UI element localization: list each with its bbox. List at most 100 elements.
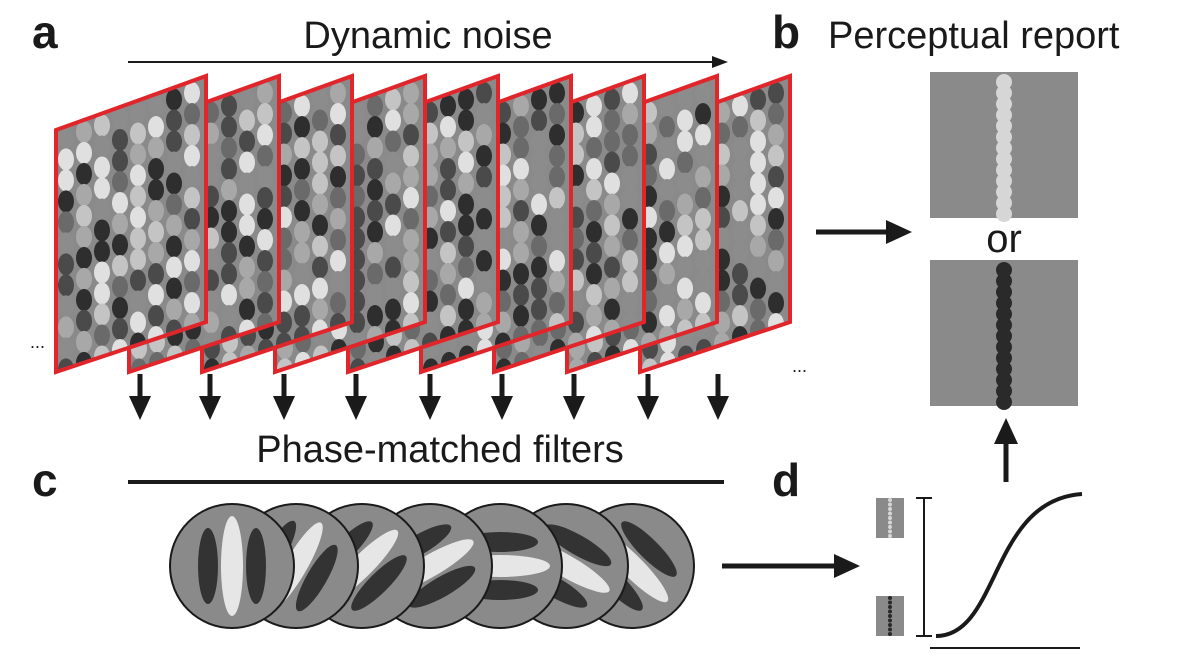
noise-dot bbox=[94, 114, 110, 137]
noise-dot bbox=[239, 298, 255, 321]
noise-dot bbox=[750, 109, 766, 132]
noise-dot bbox=[94, 324, 110, 347]
noise-dot bbox=[695, 82, 711, 105]
noise-dot bbox=[58, 190, 74, 213]
right-ellipsis: ... bbox=[792, 356, 807, 376]
noise-dot bbox=[768, 187, 784, 210]
noise-dot bbox=[403, 250, 419, 273]
noise-dot bbox=[257, 124, 273, 147]
noise-dot bbox=[312, 109, 328, 132]
noise-dot bbox=[312, 151, 328, 174]
noise-dot bbox=[732, 116, 748, 138]
noise-dot bbox=[750, 214, 766, 237]
noise-dot bbox=[94, 156, 110, 179]
noise-dot bbox=[239, 151, 255, 174]
report-dot bbox=[996, 96, 1012, 112]
noise-dot bbox=[148, 242, 164, 264]
noise-dot bbox=[148, 95, 164, 117]
noise-dot bbox=[294, 137, 310, 159]
noise-dot bbox=[367, 221, 383, 243]
noise-dot bbox=[750, 151, 766, 174]
noise-dot bbox=[239, 172, 255, 195]
noise-dot bbox=[130, 122, 146, 145]
noise-dot bbox=[513, 284, 529, 306]
noise-dot bbox=[732, 95, 748, 117]
report-dot bbox=[996, 74, 1012, 90]
noise-dot bbox=[476, 208, 492, 231]
noise-dot bbox=[130, 185, 146, 208]
noise-dot bbox=[403, 145, 419, 168]
panel-b-letter: b bbox=[772, 6, 800, 58]
noise-dot bbox=[403, 208, 419, 231]
noise-dot bbox=[112, 317, 128, 340]
noise-dot bbox=[312, 277, 328, 300]
noise-dot bbox=[732, 284, 748, 306]
noise-dot bbox=[476, 166, 492, 189]
noise-dot bbox=[458, 277, 474, 300]
report-option-dark-line bbox=[930, 260, 1078, 410]
noise-dot bbox=[549, 145, 565, 168]
noise-dot bbox=[184, 208, 200, 231]
noise-dot bbox=[695, 292, 711, 315]
noise-dot bbox=[622, 292, 638, 315]
noise-dot bbox=[531, 298, 547, 321]
or-label: or bbox=[986, 217, 1022, 261]
noise-dot bbox=[184, 145, 200, 168]
noise-dot bbox=[677, 214, 693, 237]
noise-dot bbox=[148, 137, 164, 159]
noise-dot bbox=[659, 137, 675, 159]
noise-dot bbox=[586, 158, 602, 180]
noise-dot bbox=[385, 256, 401, 279]
noise-dot bbox=[130, 227, 146, 250]
noise-dot bbox=[677, 109, 693, 132]
noise-dot bbox=[58, 295, 74, 318]
down-arrow bbox=[199, 374, 221, 420]
report-dot bbox=[996, 184, 1012, 200]
noise-dot bbox=[476, 187, 492, 210]
down-arrow bbox=[563, 374, 585, 420]
noise-dot bbox=[403, 271, 419, 294]
noise-dot bbox=[112, 170, 128, 193]
noise-dot bbox=[768, 292, 784, 315]
noise-dot bbox=[257, 292, 273, 315]
noise-dot bbox=[58, 127, 74, 150]
noise-dot bbox=[659, 116, 675, 138]
noise-dot bbox=[403, 229, 419, 252]
noise-dot bbox=[112, 254, 128, 277]
noise-dot bbox=[549, 250, 565, 273]
noise-dot bbox=[458, 214, 474, 237]
noise-dot bbox=[58, 211, 74, 234]
noise-dot bbox=[768, 145, 784, 168]
noise-dot bbox=[750, 235, 766, 258]
noise-dot bbox=[239, 277, 255, 300]
noise-dot bbox=[586, 116, 602, 138]
noise-dot bbox=[76, 246, 92, 269]
noise-dot bbox=[130, 248, 146, 271]
noise-dot bbox=[385, 151, 401, 174]
noise-dot bbox=[166, 130, 182, 153]
noise-dot bbox=[184, 187, 200, 210]
report-dot bbox=[996, 306, 1012, 322]
noise-dot bbox=[112, 128, 128, 151]
noise-dot bbox=[312, 256, 328, 279]
noise-dot bbox=[294, 284, 310, 306]
noise-dot bbox=[458, 130, 474, 153]
noise-dot bbox=[385, 235, 401, 258]
noise-dot bbox=[531, 109, 547, 132]
noise-dot bbox=[659, 242, 675, 264]
noise-dot bbox=[312, 193, 328, 216]
report-dot bbox=[996, 85, 1012, 101]
noise-dot bbox=[312, 214, 328, 237]
noise-dot bbox=[531, 256, 547, 279]
report-dot bbox=[996, 361, 1012, 377]
noise-dot bbox=[677, 256, 693, 279]
decision-to-report-arrow bbox=[994, 418, 1018, 482]
noise-dot bbox=[586, 137, 602, 159]
noise-dot bbox=[130, 101, 146, 124]
noise-dot bbox=[367, 284, 383, 306]
noise-dot bbox=[695, 208, 711, 231]
noise-dot bbox=[677, 298, 693, 321]
noise-dot bbox=[403, 124, 419, 147]
noise-dot bbox=[148, 179, 164, 201]
noise-dot bbox=[257, 250, 273, 273]
